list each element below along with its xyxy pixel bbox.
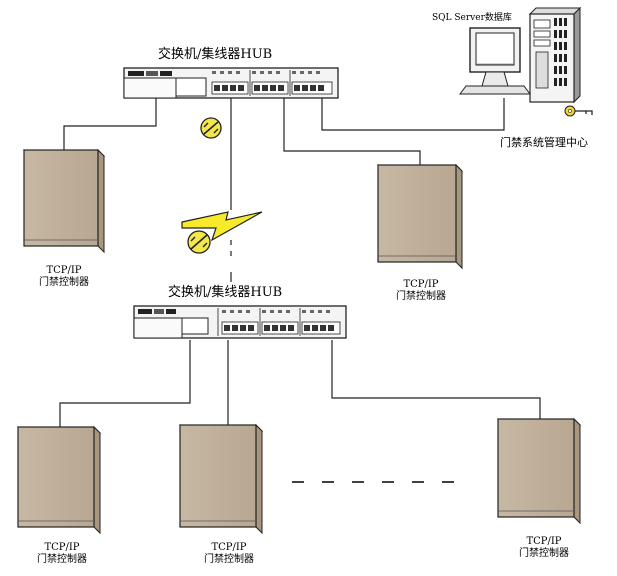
controller-cabinet-3 bbox=[16, 425, 102, 535]
link-bottom-hub-controller-5 bbox=[331, 340, 541, 420]
controller-name: 门禁控制器 bbox=[396, 290, 446, 302]
controller-name: 门禁控制器 bbox=[204, 553, 254, 565]
controller-cabinet-4 bbox=[178, 423, 264, 535]
controller-protocol: TCP/IP bbox=[46, 265, 82, 276]
management-center-label: 门禁系统管理中心 bbox=[500, 136, 588, 149]
controller-label-2: TCP/IP 门禁控制器 bbox=[388, 279, 454, 302]
controller-label-1: TCP/IP 门禁控制器 bbox=[36, 265, 92, 288]
lightning-bolt-icon bbox=[181, 211, 263, 242]
controller-label-5: TCP/IP 门禁控制器 bbox=[508, 536, 580, 559]
connection-lines bbox=[59, 95, 541, 428]
top-switch-device bbox=[123, 67, 339, 99]
controller-protocol: TCP/IP bbox=[211, 542, 247, 553]
key-icon bbox=[564, 105, 593, 117]
link-bottom-hub-controller-3 bbox=[59, 340, 191, 428]
controller-protocol: TCP/IP bbox=[44, 542, 80, 553]
link-top-hub-management bbox=[321, 98, 505, 131]
bottom-switch-label: 交换机/集线器HUB bbox=[168, 285, 283, 300]
controller-label-4: TCP/IP 门禁控制器 bbox=[196, 542, 262, 565]
link-top-hub-controller-2 bbox=[283, 96, 421, 166]
controller-protocol: TCP/IP bbox=[526, 536, 562, 547]
database-label: SQL Server数据库 bbox=[432, 13, 512, 23]
controller-cabinet-5 bbox=[496, 417, 582, 525]
controller-name: 门禁控制器 bbox=[519, 547, 569, 559]
controller-protocol: TCP/IP bbox=[403, 279, 439, 290]
controller-cabinet-2 bbox=[376, 163, 464, 270]
controller-label-3: TCP/IP 门禁控制器 bbox=[30, 542, 94, 565]
bottom-switch-device bbox=[133, 305, 347, 339]
controller-name: 门禁控制器 bbox=[37, 553, 87, 565]
top-switch-label: 交换机/集线器HUB bbox=[158, 47, 273, 62]
monitor-icon bbox=[459, 27, 531, 95]
link-top-hub-controller-1 bbox=[63, 95, 157, 152]
controller-cabinet-1 bbox=[22, 148, 106, 254]
server-tower-icon bbox=[528, 6, 582, 104]
network-node-icon bbox=[187, 230, 211, 254]
network-node-icon bbox=[200, 117, 222, 139]
controller-name: 门禁控制器 bbox=[39, 276, 89, 288]
